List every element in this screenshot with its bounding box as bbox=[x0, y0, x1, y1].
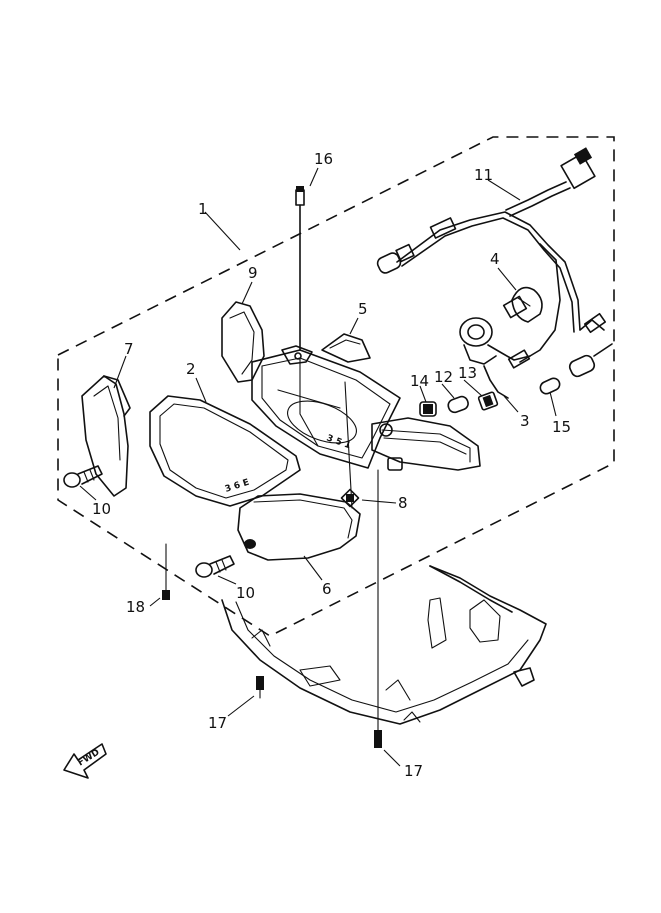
bulb-socket bbox=[459, 317, 531, 399]
screw-18 bbox=[162, 543, 170, 600]
callout-10-left: 10 bbox=[92, 500, 111, 518]
fwd-label: FWD bbox=[76, 748, 101, 769]
leader-14 bbox=[419, 385, 427, 403]
cover-5 bbox=[321, 333, 371, 363]
screw-8 bbox=[340, 381, 360, 509]
callout-17-left: 17 bbox=[208, 714, 227, 732]
callout-10-lower: 10 bbox=[236, 584, 255, 602]
leader-9 bbox=[241, 281, 253, 305]
callout-6: 6 bbox=[322, 580, 332, 598]
fwd-arrow-icon: FWD bbox=[63, 743, 107, 779]
bulb-15 bbox=[539, 377, 561, 395]
headlight-housing: 3 5 1 bbox=[221, 301, 401, 469]
right-light-body bbox=[371, 417, 481, 471]
leader-11 bbox=[487, 179, 521, 201]
callout-15: 15 bbox=[552, 418, 571, 436]
screw-17-left bbox=[256, 676, 264, 699]
side-lens-7 bbox=[81, 375, 131, 497]
bolt-16 bbox=[295, 186, 305, 351]
callout-4: 4 bbox=[490, 250, 500, 268]
leader-10b bbox=[217, 575, 237, 585]
leader-10a bbox=[79, 485, 97, 501]
socket-13 bbox=[477, 391, 499, 411]
assembly-boundary bbox=[57, 136, 615, 637]
leader-12 bbox=[441, 383, 455, 399]
socket-14 bbox=[419, 401, 437, 417]
connector-block bbox=[560, 152, 596, 190]
lower-cowling bbox=[221, 565, 547, 725]
callout-16: 16 bbox=[314, 150, 333, 168]
leader-8 bbox=[361, 499, 397, 504]
leader-17b bbox=[383, 749, 401, 767]
leader-5 bbox=[349, 317, 359, 335]
leader-1 bbox=[204, 211, 241, 251]
leader-16 bbox=[309, 167, 319, 187]
bulb bbox=[502, 286, 543, 323]
leader-3 bbox=[503, 395, 519, 413]
leader-18 bbox=[149, 597, 161, 607]
lens-6 bbox=[237, 493, 361, 561]
leader-15 bbox=[549, 391, 557, 417]
callout-7: 7 bbox=[124, 340, 134, 358]
bulb-12 bbox=[447, 395, 469, 414]
leader-6 bbox=[303, 555, 323, 581]
leader-13 bbox=[463, 379, 483, 397]
callout-5: 5 bbox=[358, 300, 368, 318]
screw-10-left bbox=[63, 465, 103, 488]
screw-17-center bbox=[374, 469, 382, 748]
wire-harness bbox=[376, 147, 613, 378]
callout-13: 13 bbox=[458, 364, 477, 382]
leader-4 bbox=[497, 267, 517, 291]
callout-2: 2 bbox=[186, 360, 196, 378]
leader-2 bbox=[195, 377, 207, 403]
callout-12: 12 bbox=[434, 368, 453, 386]
callout-14: 14 bbox=[410, 372, 429, 390]
leader-7 bbox=[113, 355, 127, 389]
screw-10-lower bbox=[195, 555, 235, 578]
callout-17-center: 17 bbox=[404, 762, 423, 780]
callout-8: 8 bbox=[398, 494, 408, 512]
leader-17a bbox=[227, 695, 255, 717]
callout-11: 11 bbox=[474, 166, 493, 184]
callout-9: 9 bbox=[248, 264, 258, 282]
callout-3: 3 bbox=[520, 412, 530, 430]
callout-18: 18 bbox=[126, 598, 145, 616]
headlight-lens-2: 3 6 E bbox=[149, 395, 301, 507]
callout-1: 1 bbox=[198, 200, 208, 218]
